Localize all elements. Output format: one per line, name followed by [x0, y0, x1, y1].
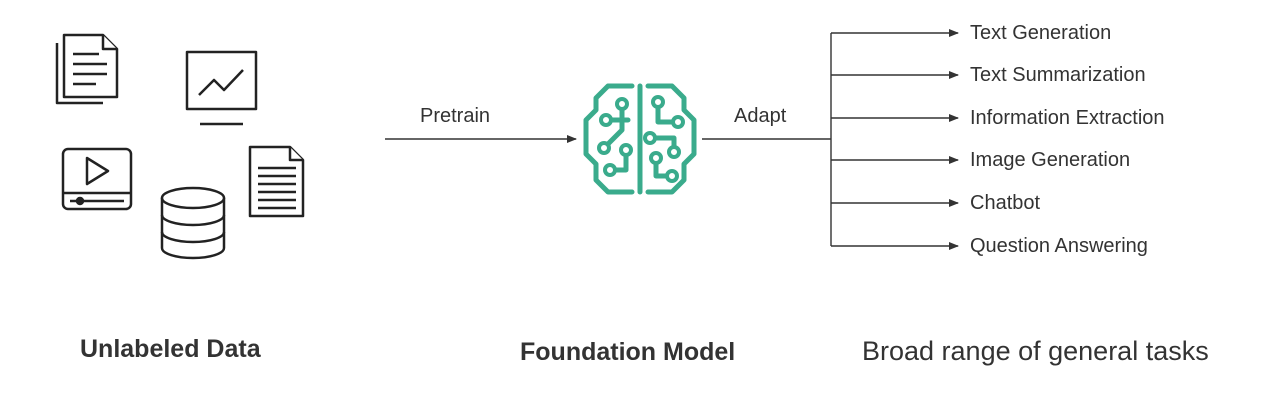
- foundation-model-caption: Foundation Model: [520, 338, 736, 366]
- database-icon: [160, 186, 226, 260]
- pretrain-label: Pretrain: [420, 105, 491, 127]
- task-label: Image Generation: [970, 149, 1131, 171]
- task-label: Question Answering: [970, 235, 1148, 257]
- unlabeled-data-caption: Unlabeled Data: [80, 335, 261, 363]
- task-label: Text Summarization: [970, 64, 1146, 86]
- brain-nodes: [597, 95, 685, 183]
- text-document-icon: [248, 145, 305, 218]
- task-arrows: [831, 29, 959, 250]
- task-label: Chatbot: [970, 192, 1041, 214]
- task-label: Information Extraction: [970, 107, 1165, 129]
- adapt-label: Adapt: [734, 105, 787, 127]
- chart-monitor-icon: [185, 50, 258, 126]
- video-player-icon: [61, 147, 133, 211]
- general-tasks-caption: Broad range of general tasks: [862, 336, 1209, 366]
- task-label: Text Generation: [970, 22, 1112, 44]
- documents-icon: [55, 33, 119, 105]
